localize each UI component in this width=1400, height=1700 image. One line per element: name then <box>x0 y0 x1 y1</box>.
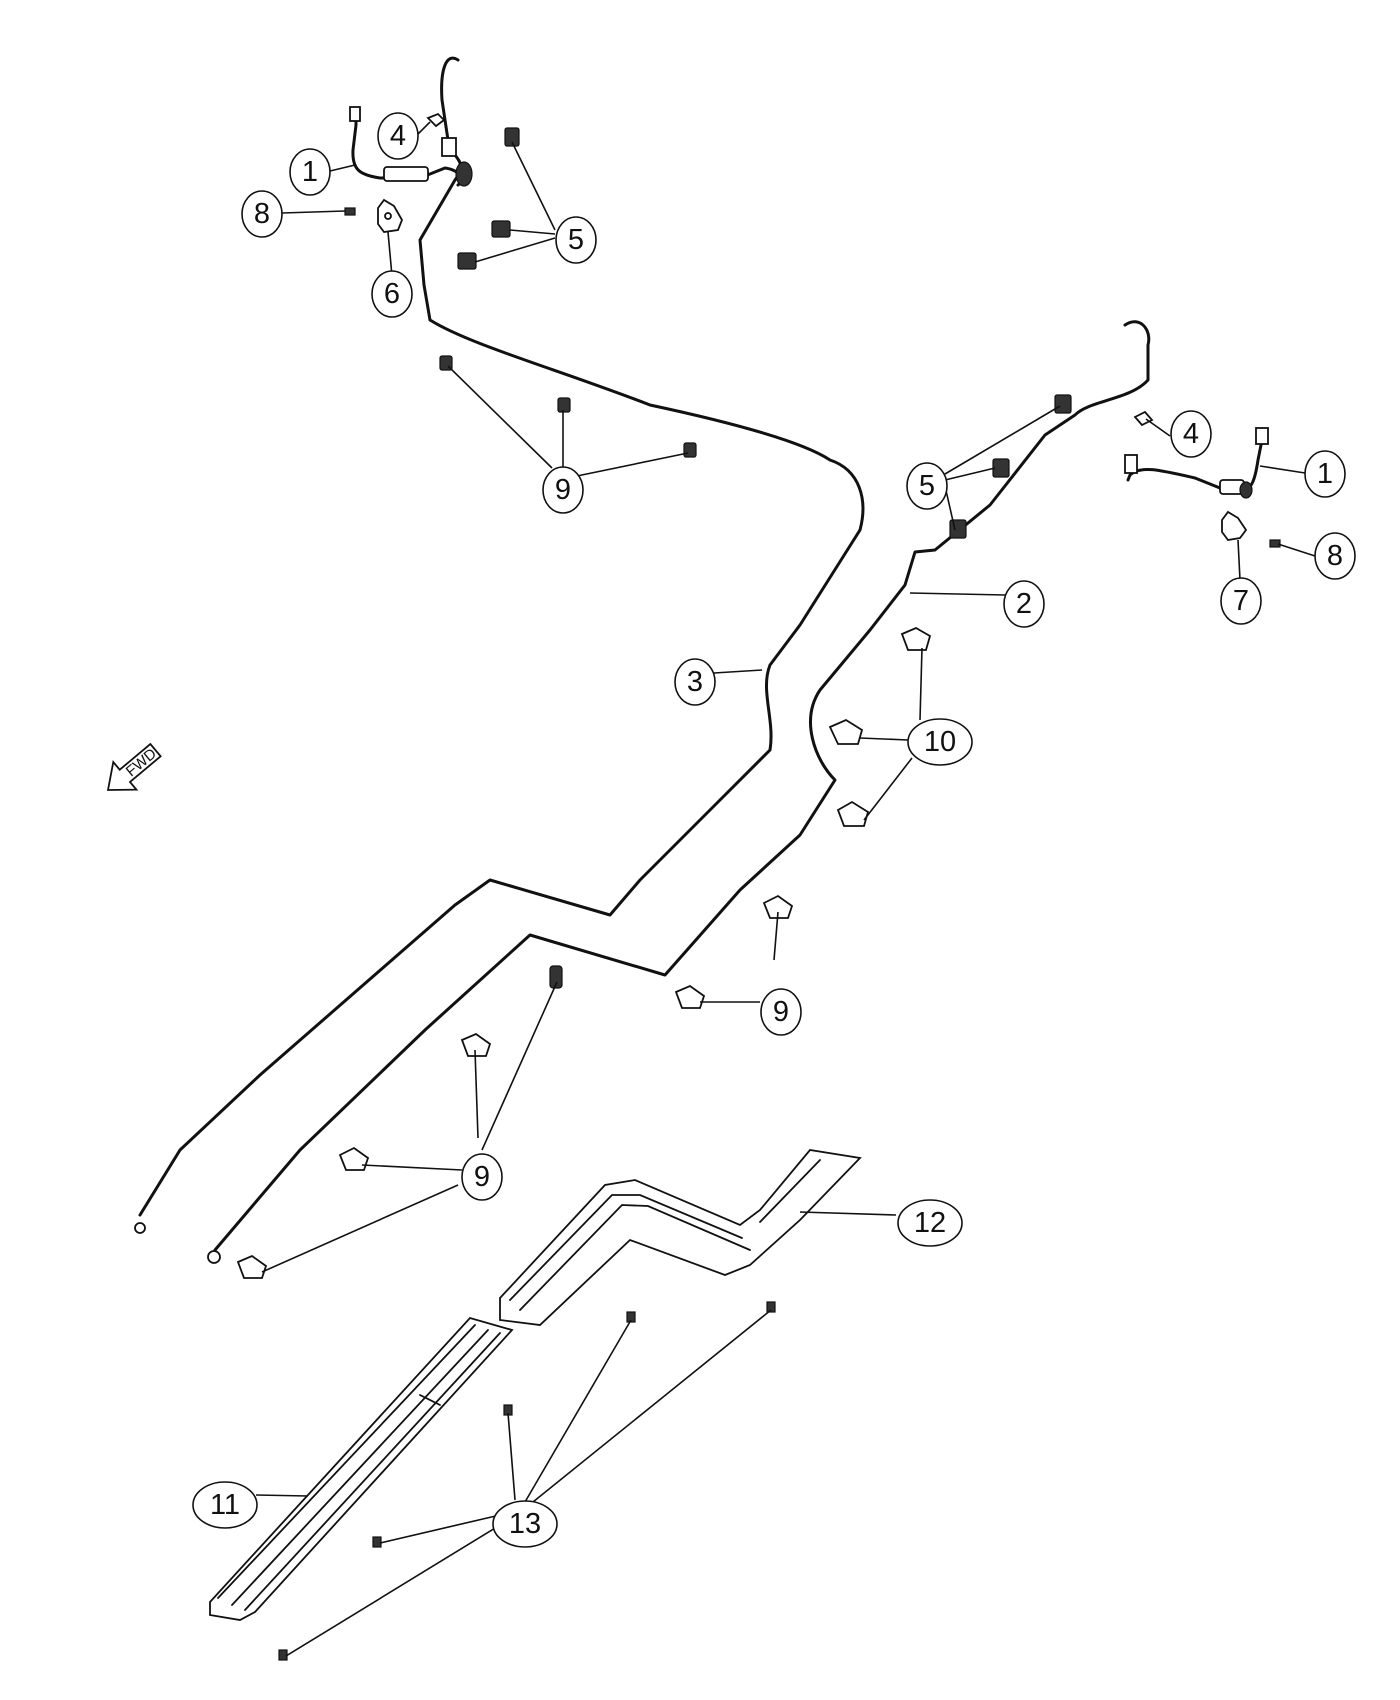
bracket-6 <box>377 198 403 233</box>
callout-5-right: 5 <box>906 462 948 510</box>
clip-9-upper-c <box>683 442 697 458</box>
svg-text:9: 9 <box>555 474 571 506</box>
svg-text:10: 10 <box>924 726 956 758</box>
callout-11: 11 <box>192 1481 258 1529</box>
svg-text:13: 13 <box>509 1508 541 1540</box>
shield-12 <box>499 1149 862 1326</box>
callout-5-left: 5 <box>555 216 597 264</box>
brake-tube-2 <box>213 320 1151 1252</box>
callout-2: 2 <box>1003 580 1045 628</box>
clip-10-c <box>836 800 870 827</box>
fastener-13-b <box>766 1301 776 1313</box>
callout-8-right: 8 <box>1314 532 1356 580</box>
svg-text:12: 12 <box>914 1207 946 1239</box>
fastener-13-a <box>626 1311 636 1323</box>
clip-5-left-b <box>491 220 511 238</box>
clip-5-left-c <box>457 252 477 270</box>
tube-3-end-fitting <box>134 1222 146 1234</box>
callout-9-lower: 9 <box>461 1153 503 1201</box>
callout-3: 3 <box>674 658 716 706</box>
callout-10: 10 <box>907 718 973 766</box>
svg-text:2: 2 <box>1016 588 1032 620</box>
callout-13: 13 <box>492 1500 558 1548</box>
callout-9-middle: 9 <box>760 988 802 1036</box>
clip-5-right-b <box>992 458 1010 478</box>
svg-text:4: 4 <box>1183 418 1199 450</box>
clip-4-right <box>1133 410 1154 427</box>
svg-text:1: 1 <box>1317 458 1333 490</box>
svg-text:8: 8 <box>254 198 270 230</box>
bracket-7 <box>1221 510 1248 541</box>
callout-7: 7 <box>1220 577 1262 625</box>
bolt-8-left <box>344 207 356 216</box>
leader-lines <box>255 121 1316 1657</box>
svg-text:5: 5 <box>919 470 935 502</box>
svg-text:4: 4 <box>390 120 406 152</box>
brake-hose-left <box>349 106 473 187</box>
callout-8-left: 8 <box>241 190 283 238</box>
clip-10-b <box>828 718 864 745</box>
callout-1-right: 1 <box>1304 450 1346 498</box>
svg-text:1: 1 <box>302 156 318 188</box>
clip-9-lower-d <box>460 1032 492 1057</box>
bolt-8-right <box>1269 539 1281 548</box>
clip-10-a <box>900 626 932 651</box>
svg-text:11: 11 <box>210 1489 240 1521</box>
clip-9-lower-b <box>674 984 706 1009</box>
fwd-direction-arrow: FWD <box>106 742 162 791</box>
svg-text:6: 6 <box>384 278 400 310</box>
callout-9-upper: 9 <box>542 466 584 514</box>
svg-text:5: 5 <box>568 224 584 256</box>
tube-2-end-fitting <box>207 1250 221 1264</box>
callout-6: 6 <box>371 270 413 318</box>
clip-9-lower-c <box>549 965 563 989</box>
clip-4-left <box>426 112 446 128</box>
clip-9-upper-b <box>557 397 571 413</box>
callout-4-left: 4 <box>377 112 419 160</box>
clip-5-right-c <box>949 519 967 539</box>
shield-11 <box>209 1316 514 1621</box>
svg-text:7: 7 <box>1233 585 1249 617</box>
callout-4-right: 4 <box>1170 410 1212 458</box>
clip-9-lower-a <box>762 894 794 919</box>
clip-5-left-a <box>504 127 520 147</box>
fastener-13-e <box>278 1649 288 1661</box>
callout-1-left: 1 <box>289 148 331 196</box>
clip-9-lower-f <box>236 1254 268 1279</box>
brake-hose-right <box>1124 427 1269 499</box>
svg-text:9: 9 <box>773 996 789 1028</box>
clip-9-lower-e <box>338 1146 370 1171</box>
svg-text:3: 3 <box>687 666 703 698</box>
fastener-13-d <box>372 1536 382 1548</box>
callout-12: 12 <box>897 1199 963 1247</box>
svg-text:8: 8 <box>1327 540 1343 572</box>
clip-5-right-a <box>1054 394 1072 414</box>
svg-text:9: 9 <box>474 1161 490 1193</box>
brake-tube-3 <box>138 56 865 1217</box>
